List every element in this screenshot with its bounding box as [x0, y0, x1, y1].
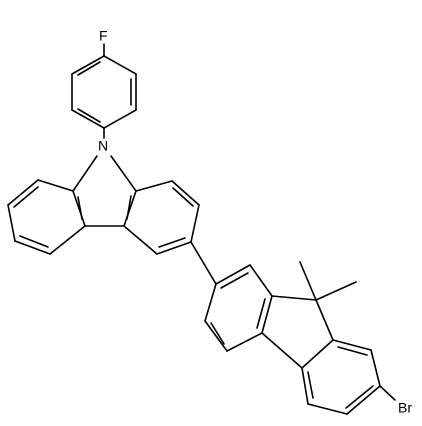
fluorene-core	[204, 261, 381, 415]
nitrogen-label: N	[98, 138, 108, 154]
biaryl-bond	[190, 241, 217, 285]
bromine-label: Br	[398, 400, 412, 416]
fluorophenyl-ring	[71, 55, 137, 129]
fluorine-label: F	[99, 28, 108, 44]
carbazole-core	[7, 155, 200, 255]
c-br-bond	[379, 385, 396, 401]
